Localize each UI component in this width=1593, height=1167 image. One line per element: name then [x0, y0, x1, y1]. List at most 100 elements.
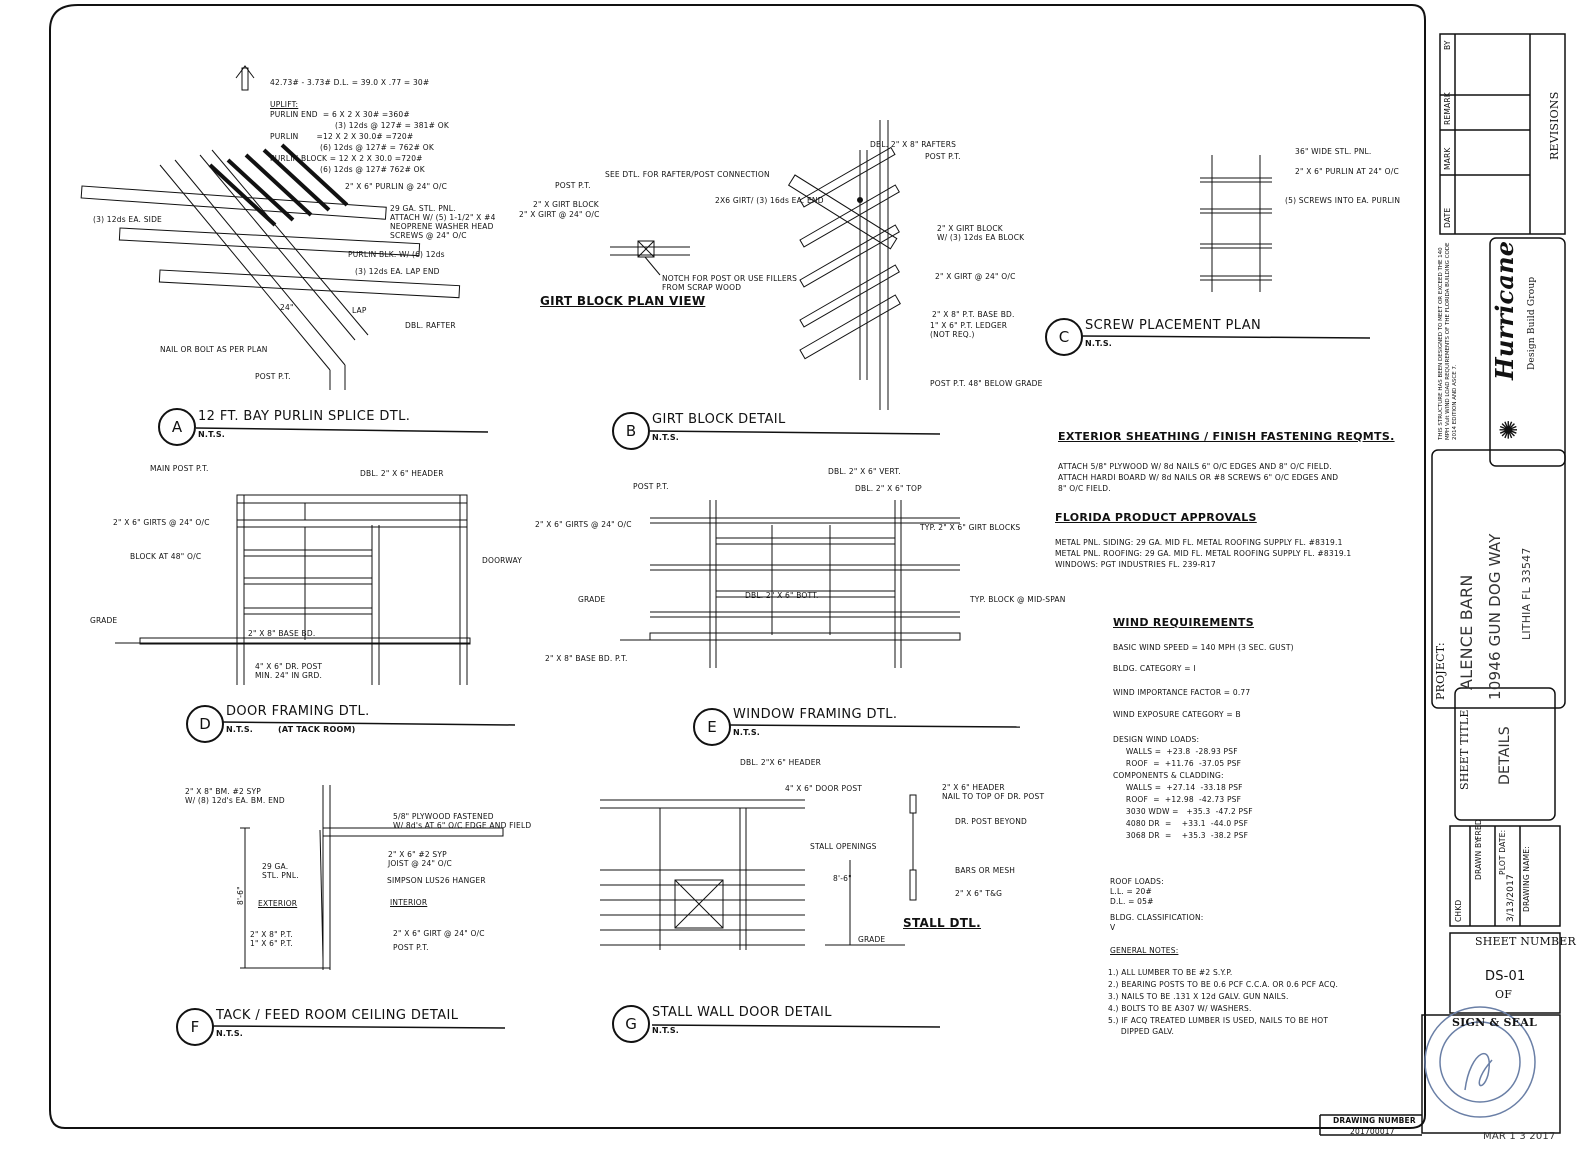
- detail-g-door-post: 4" X 6" DOOR POST: [785, 784, 863, 793]
- wind-line-1: BASIC WIND SPEED = 140 MPH (3 SEC. GUST): [1113, 643, 1294, 652]
- drawn-by: FRED: [1474, 819, 1483, 840]
- wind-title: WIND REQUIREMENTS: [1113, 616, 1254, 629]
- detail-f-girt: 2" X 6" GIRT @ 24" O/C: [393, 929, 485, 938]
- approvals-title: FLORIDA PRODUCT APPROVALS: [1055, 511, 1257, 524]
- detail-b-post2-label: POST P.T.: [925, 152, 961, 161]
- detail-d-doorway: DOORWAY: [482, 556, 523, 565]
- detail-d-dr-post: 4" X 6" DR. POST MIN. 24" IN GRD.: [255, 662, 323, 680]
- detail-e-top: DBL. 2" X 6" TOP: [855, 484, 922, 493]
- detail-b-linework: [610, 120, 901, 410]
- detail-f-plywood: 5/8" PLYWOOD FASTENED W/ 8d's AT 6" O/C …: [393, 812, 532, 830]
- detail-a-rafter-label: DBL. RAFTER: [405, 321, 456, 330]
- project-line-3: LITHIA FL 33547: [1520, 547, 1533, 640]
- detail-a-nail-label: NAIL OR BOLT AS PER PLAN: [160, 345, 268, 354]
- revisions-label: REVISIONS: [1548, 91, 1561, 160]
- project-label: PROJECT:: [1434, 642, 1447, 700]
- general-note-3: 3.) NAILS TO BE .131 X 12d GALV. GUN NAI…: [1108, 992, 1289, 1001]
- detail-f-title: TACK / FEED ROOM CEILING DETAIL: [216, 1008, 459, 1023]
- rev-header-date: DATE: [1443, 207, 1452, 228]
- detail-g-tg: 2" X 6" T&G: [955, 889, 1003, 898]
- detail-f-dim: 8'-6": [236, 886, 245, 905]
- company-logo-icon: ✺: [1495, 419, 1523, 440]
- detail-a-uplift-4: (6) 12ds @ 127# = 762# OK: [320, 143, 434, 152]
- drawn-by-label: DRAWN BY:: [1474, 836, 1483, 880]
- detail-d-marker: D: [186, 705, 224, 743]
- detail-b-ledger-label: 1" X 6" P.T. LEDGER (NOT REQ.): [930, 321, 1008, 339]
- detail-d-nts: N.T.S.: [226, 725, 254, 734]
- detail-d-base: 2" X 8" BASE BD.: [248, 629, 316, 638]
- company-sub: Design Build Group: [1527, 276, 1537, 370]
- detail-e-bott: DBL. 2" X 6" BOTT.: [745, 591, 819, 600]
- detail-c-screws-label: (5) SCREWS INTO EA. PURLIN: [1285, 196, 1401, 205]
- detail-f-linework: [240, 785, 504, 970]
- wind-line-3: WIND IMPORTANCE FACTOR = 0.77: [1113, 688, 1251, 697]
- bldg-classification: BLDG. CLASSIFICATION: V: [1110, 913, 1204, 932]
- detail-e-block: TYP. BLOCK @ MID-SPAN: [970, 595, 1066, 604]
- drawing-number-label: DRAWING NUMBER: [1333, 1116, 1416, 1125]
- general-note-2: 2.) BEARING POSTS TO BE 0.6 PCF C.C.A. O…: [1108, 980, 1339, 989]
- detail-d-header: DBL. 2" X 6" HEADER: [360, 469, 444, 478]
- detail-b-girt2-label: 2" X GIRT @ 24" O/C: [935, 272, 1016, 281]
- project-line-2: 10946 GUN DOG WAY: [1486, 533, 1504, 701]
- design-note: THIS STRUCTURE HAS BEEN DESIGNED TO MEET…: [1438, 242, 1458, 440]
- detail-a-uplift-1: PURLIN END = 6 X 2 X 30# =360#: [270, 110, 410, 119]
- detail-a-uplift-5: PURLIN BLOCK = 12 X 2 X 30.0 =720#: [270, 154, 423, 163]
- detail-b-plan-title: GIRT BLOCK PLAN VIEW: [540, 294, 706, 308]
- general-note-4: 4.) BOLTS TO BE A307 W/ WASHERS.: [1108, 1004, 1252, 1013]
- wind-line-4: WIND EXPOSURE CATEGORY = B: [1113, 710, 1241, 719]
- company-name: Hurricane: [1490, 240, 1519, 380]
- wind-loads: DESIGN WIND LOADS: WALLS = +23.8 -28.93 …: [1113, 735, 1253, 840]
- detail-d-title: DOOR FRAMING DTL.: [226, 704, 370, 719]
- general-note-6: DIPPED GALV.: [1108, 1027, 1175, 1036]
- detail-a-purlin-label: 2" X 6" PURLIN @ 24" O/C: [345, 182, 448, 191]
- detail-b-rafters-label: DBL. 2" X 8" RAFTERS: [870, 140, 957, 149]
- roof-loads: ROOF LOADS: L.L. = 20# D.L. = 05#: [1110, 877, 1164, 906]
- sheet-title-label: SHEET TITLE: [1458, 709, 1471, 790]
- detail-b-marker: B: [612, 412, 650, 450]
- detail-e-girt-blocks: TYP. 2" X 6" GIRT BLOCKS: [920, 523, 1021, 532]
- detail-g-marker: G: [612, 1005, 650, 1043]
- detail-f-base: 2" X 8" P.T. 1" X 6" P.T.: [250, 930, 293, 948]
- rev-header-mark: MARK: [1443, 147, 1452, 170]
- detail-b-title: GIRT BLOCK DETAIL: [652, 412, 786, 427]
- detail-f-marker: F: [176, 1008, 214, 1046]
- detail-c-linework: [1200, 155, 1272, 292]
- detail-d-main-post: MAIN POST P.T.: [150, 464, 209, 473]
- project-line-1: ALENCE BARN: [1457, 574, 1476, 690]
- detail-a-uplift-2: (3) 12ds @ 127# = 381# OK: [335, 121, 449, 130]
- of-label: OF: [1495, 988, 1513, 1001]
- detail-e-grade: GRADE: [578, 595, 606, 604]
- detail-g-grade: GRADE: [858, 935, 886, 944]
- detail-c-nts: N.T.S.: [1085, 339, 1113, 348]
- detail-g-beyond: DR. POST BEYOND: [955, 817, 1027, 826]
- detail-e-base: 2" X 8" BASE BD. P.T.: [545, 654, 628, 663]
- detail-a-uplift-3: PURLIN =12 X 2 X 30.0# =720#: [270, 132, 414, 141]
- sign-seal-label: SIGN & SEAL: [1452, 1016, 1537, 1029]
- detail-f-interior: INTERIOR: [390, 898, 428, 907]
- sheet-title: DETAILS: [1497, 726, 1513, 785]
- detail-g-header: DBL. 2"X 6" HEADER: [740, 758, 822, 767]
- detail-g-bars: BARS OR MESH: [955, 866, 1016, 875]
- detail-b-girt-label: 2" X GIRT @ 24" O/C: [519, 210, 600, 219]
- detail-g-dim: 8'-6": [833, 874, 852, 883]
- rev-header-remark: REMARK: [1443, 92, 1452, 125]
- detail-c-title: SCREW PLACEMENT PLAN: [1085, 318, 1262, 333]
- detail-c-panel-label: 36" WIDE STL. PNL.: [1295, 147, 1372, 156]
- detail-f-post: POST P.T.: [393, 943, 429, 952]
- detail-f-nts: N.T.S.: [216, 1029, 244, 1038]
- detail-a-dim-24: 24": [280, 303, 294, 312]
- detail-e-vert: DBL. 2" X 6" VERT.: [828, 467, 901, 476]
- detail-a-uplift-6: (6) 12ds @ 127# 762# OK: [320, 165, 425, 174]
- detail-d-grade: GRADE: [90, 616, 118, 625]
- detail-e-title: WINDOW FRAMING DTL.: [733, 707, 898, 722]
- detail-c-marker: C: [1045, 318, 1083, 356]
- detail-a-purlin-blk-label: PURLIN BLK. W/ (6) 12ds: [348, 250, 445, 259]
- detail-a-lap-end-label: (3) 12ds EA. LAP END: [355, 267, 440, 276]
- detail-b-see-dtl: SEE DTL. FOR RAFTER/POST CONNECTION: [605, 170, 770, 179]
- drawing-number: 201700017: [1350, 1127, 1395, 1136]
- plot-date-label: PLOT DATE:: [1498, 829, 1507, 875]
- detail-g-hdr2: 2" X 6" HEADER NAIL TO TOP OF DR. POST: [942, 783, 1045, 801]
- general-notes-title: GENERAL NOTES:: [1110, 946, 1179, 955]
- detail-g-openings: STALL OPENINGS: [810, 842, 877, 851]
- detail-b-post-label: POST P.T.: [555, 181, 591, 190]
